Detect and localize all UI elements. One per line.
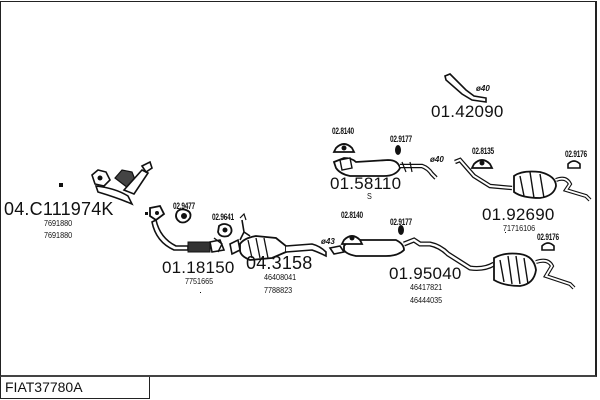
fitting-tag: 02.8140 bbox=[341, 210, 363, 220]
fitting-tag: 02.8140 bbox=[332, 126, 354, 136]
oem-ref: 46444035 bbox=[410, 295, 443, 305]
mount-02-9176-upper[interactable] bbox=[567, 160, 581, 169]
part-number[interactable]: 01.92690 bbox=[482, 205, 555, 224]
oem-ref: S bbox=[367, 191, 372, 201]
part-number[interactable]: 01.95040 bbox=[389, 264, 462, 283]
diameter-label: ø40 bbox=[430, 155, 444, 164]
mount-02-9176-lower[interactable] bbox=[541, 242, 555, 251]
fitting-tag: 02.9177 bbox=[390, 217, 412, 227]
oem-ref: 7788823 bbox=[264, 285, 293, 295]
mount-02-9177-upper[interactable] bbox=[395, 145, 401, 155]
part-number[interactable]: 01.42090 bbox=[431, 102, 504, 121]
diagram-code-label: FIAT37780A bbox=[0, 377, 150, 399]
tail-pipe-drawing[interactable] bbox=[444, 73, 487, 103]
oem-ref: 7691880 bbox=[44, 218, 73, 228]
oem-ref: 46408041 bbox=[264, 272, 297, 282]
fitting-tag: 02.9641 bbox=[212, 212, 234, 222]
part-number[interactable]: 01.58110 bbox=[330, 174, 402, 193]
fitting-tag: 02.9477 bbox=[173, 201, 195, 211]
dot-marker bbox=[505, 232, 506, 233]
oem-ref: 71716106 bbox=[503, 223, 536, 233]
mount-02-8140-lower[interactable] bbox=[340, 235, 364, 245]
oem-ref: 7751665 bbox=[185, 276, 214, 286]
part-number[interactable]: 04.C111974K bbox=[4, 199, 114, 219]
diagram-frame bbox=[0, 1, 597, 377]
fitting-tag: 02.8135 bbox=[472, 146, 494, 156]
oem-ref: 46417821 bbox=[410, 282, 443, 292]
rear-silencer-upper-drawing[interactable] bbox=[454, 157, 592, 202]
mount-02-8135[interactable] bbox=[470, 159, 494, 169]
mount-02-9177-lower[interactable] bbox=[398, 225, 404, 235]
middle-silencer-upper-drawing[interactable] bbox=[332, 157, 438, 180]
diameter-label: ø43 bbox=[321, 237, 335, 246]
dot-marker bbox=[200, 292, 201, 293]
diameter-label: ø40 bbox=[476, 84, 490, 93]
catalytic-converter-drawing[interactable] bbox=[229, 235, 327, 261]
exhaust-manifold-drawing[interactable] bbox=[59, 160, 153, 206]
gasket-02-9641[interactable] bbox=[217, 223, 233, 238]
fitting-tag: 02.9176 bbox=[537, 232, 559, 242]
gasket-02-9477[interactable] bbox=[175, 208, 192, 224]
fitting-tag: 02.9176 bbox=[565, 149, 587, 159]
fitting-tag: 02.9177 bbox=[390, 134, 412, 144]
clamp-bracket bbox=[239, 212, 251, 241]
part-number[interactable]: 04.3158 bbox=[246, 253, 313, 273]
bullet-marker bbox=[59, 183, 63, 187]
mount-02-8140-upper[interactable] bbox=[332, 143, 356, 153]
oem-ref: 7691880 bbox=[44, 230, 73, 240]
front-pipe-drawing[interactable] bbox=[145, 204, 226, 253]
part-number[interactable]: 01.18150 bbox=[162, 258, 235, 277]
